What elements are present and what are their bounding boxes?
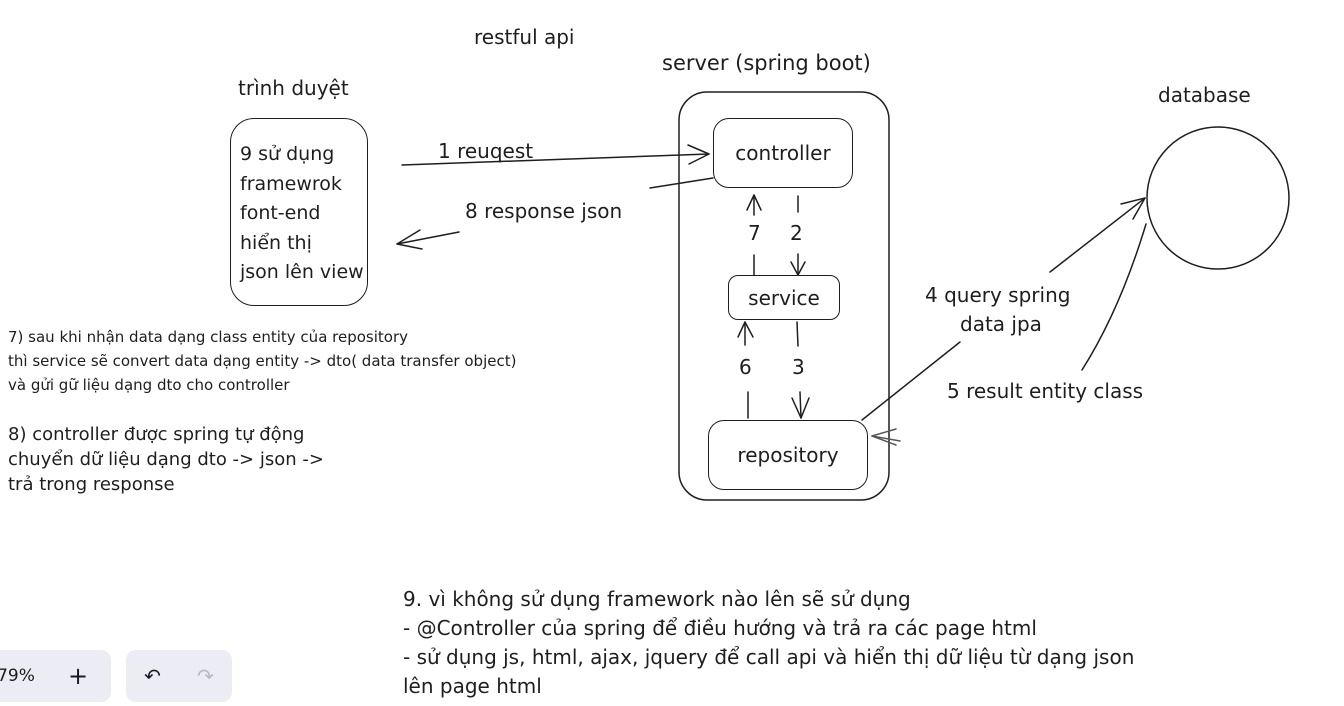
controller-node[interactable]: controller xyxy=(713,118,853,188)
arrow-label-1: 1 reuqest xyxy=(438,139,534,163)
undo-button[interactable]: ↶ xyxy=(144,664,161,688)
diagram-title: restful api xyxy=(474,25,575,49)
redo-button[interactable]: ↷ xyxy=(197,664,214,688)
history-controls: ↶ ↷ xyxy=(126,650,232,702)
server-label: server (spring boot) xyxy=(662,51,871,75)
zoom-level[interactable]: 79% xyxy=(0,666,35,686)
arrow-label-5: 5 result entity class xyxy=(947,379,1144,403)
database-label: database xyxy=(1158,83,1251,107)
arrow-label-3: 3 xyxy=(792,355,805,379)
arrow-request xyxy=(401,153,710,166)
database-circle xyxy=(1146,126,1290,270)
arrow-label-4b: data jpa xyxy=(960,312,1042,336)
note-7: 7) sau khi nhận data dạng class entity c… xyxy=(8,328,517,394)
note-8: 8) controller được spring tự động chuyển… xyxy=(8,424,324,495)
arrow-3 xyxy=(796,321,799,347)
arrow-response xyxy=(649,177,714,189)
arrow-label-4a: 4 query spring xyxy=(925,283,1071,307)
arrow-label-7: 7 xyxy=(748,221,761,245)
zoom-controls: 79% + xyxy=(0,650,111,702)
zoom-in-button[interactable]: + xyxy=(67,662,89,690)
browser-label: trình duyệt xyxy=(238,76,349,100)
arrow-label-8: 8 response json xyxy=(465,199,623,223)
arrow-label-6: 6 xyxy=(739,355,752,379)
note-9: 9. vì không sử dụng framework nào lên sẽ… xyxy=(403,587,1135,698)
arrow-label-2: 2 xyxy=(790,221,803,245)
arrow-response-lower xyxy=(396,231,460,245)
arrow-4 xyxy=(861,341,961,421)
browser-text: 9 sử dụng framewrok font-end hiển thị js… xyxy=(240,143,364,283)
server-container xyxy=(678,91,890,501)
service-node[interactable]: service xyxy=(728,275,840,320)
arrow-5 xyxy=(1081,223,1147,371)
browser-node[interactable] xyxy=(230,118,368,306)
repository-node[interactable]: repository xyxy=(708,420,868,490)
